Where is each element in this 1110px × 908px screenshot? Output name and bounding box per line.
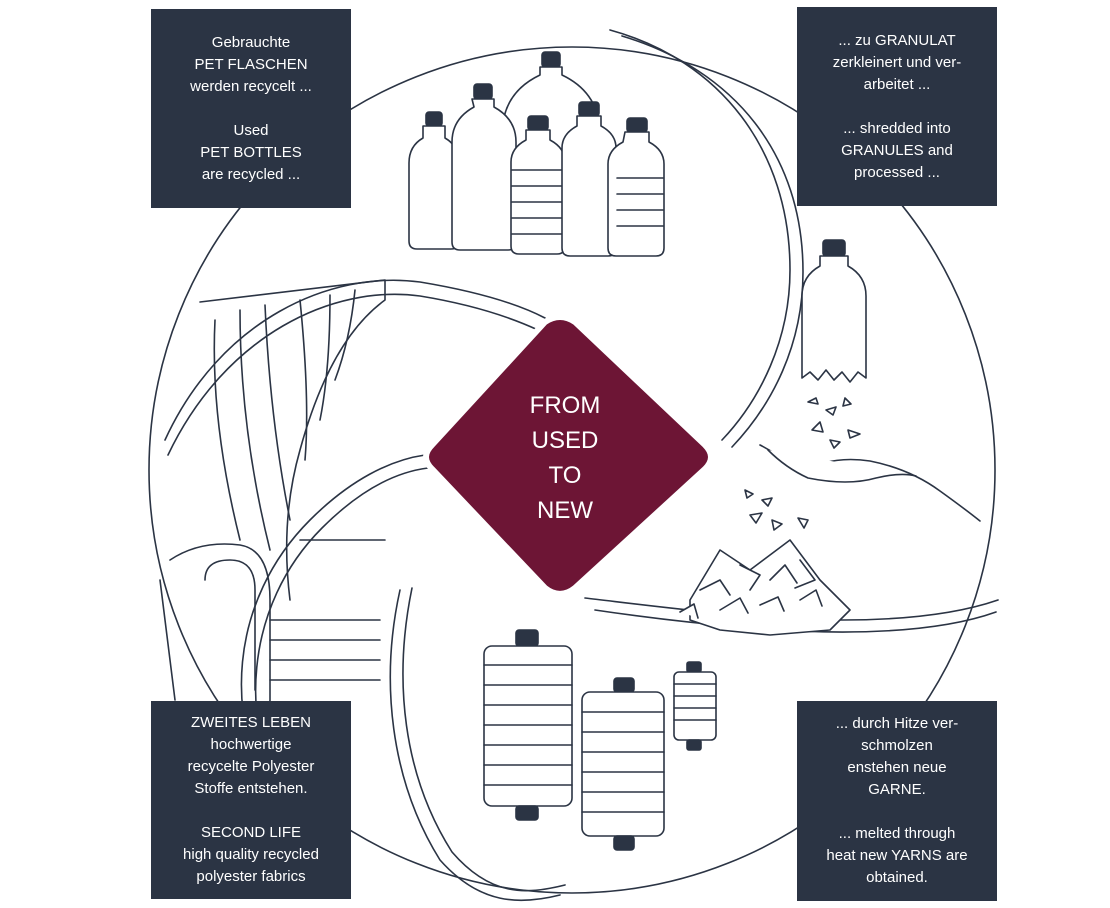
step-pet-bottles-en: Used PET BOTTLES are recycled ... (200, 121, 302, 183)
step-fabrics-box: ZWEITES LEBEN hochwertige recycelte Poly… (151, 701, 351, 899)
step-granules-en: ... shredded into GRANULES and processed… (841, 119, 953, 181)
granules-illustration (679, 239, 981, 636)
step-fabrics-en: SECOND LIFE high quality recycled polyes… (183, 824, 319, 885)
step-pet-bottles-de: Gebrauchte PET FLASCHEN werden recycelt … (190, 33, 312, 95)
step-granules-box: ... zu GRANULAT zerkleinert und ver- arb… (797, 7, 997, 206)
step-yarns-box: ... durch Hitze ver- schmolzen enstehen … (797, 701, 997, 901)
yarn-spools-illustration (483, 629, 717, 851)
step-pet-bottles-box: Gebrauchte PET FLASCHEN werden recycelt … (151, 9, 351, 208)
step-fabrics-de: ZWEITES LEBEN hochwertige recycelte Poly… (187, 714, 315, 797)
center-diamond (423, 314, 714, 597)
step-granules-de: ... zu GRANULAT zerkleinert und ver- arb… (832, 31, 962, 93)
pet-bottles-illustration (408, 51, 665, 257)
center-label: FROM USED TO NEW (529, 392, 601, 524)
step-yarns-de: ... durch Hitze ver- schmolzen enstehen … (835, 715, 959, 798)
step-yarns-en: ... melted through heat new YARNS are ob… (826, 825, 968, 886)
